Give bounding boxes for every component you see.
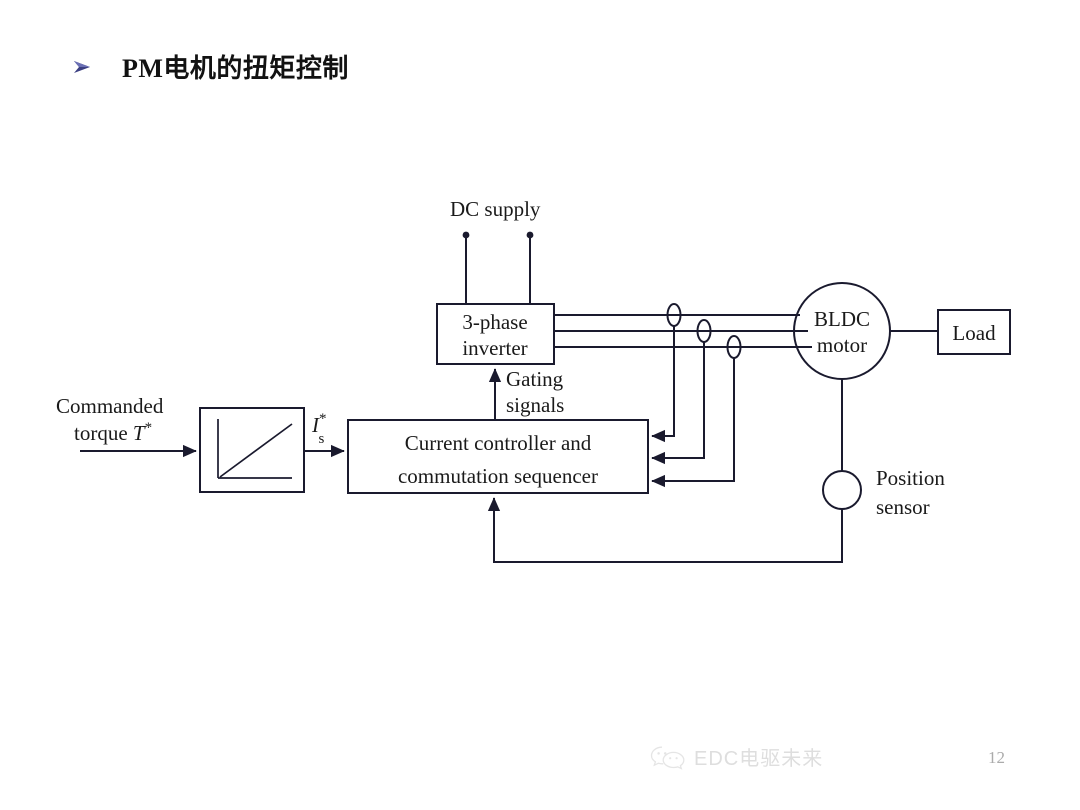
gating-label-line2: signals xyxy=(506,393,564,417)
watermark-text: EDC电驱未来 xyxy=(694,748,824,770)
watermark: EDC电驱未来 xyxy=(650,742,823,771)
position-sensor-label-line1: Position xyxy=(876,466,945,490)
inverter-label-line2: inverter xyxy=(462,336,527,360)
commanded-torque-label-line2: torque T* xyxy=(74,420,152,445)
inverter-block[interactable] xyxy=(436,303,555,365)
controller-block[interactable] xyxy=(347,419,649,494)
current-reference-label: I*s xyxy=(311,411,327,447)
inverter-label-line1: 3-phase xyxy=(462,310,527,334)
position-feedback-path xyxy=(487,497,843,563)
position-sensor-block[interactable] xyxy=(822,470,862,510)
ramp-characteristic-icon xyxy=(217,419,293,479)
controller-label-line1: Current controller and xyxy=(405,431,592,455)
page-number: 12 xyxy=(988,748,1005,767)
page-title: PM电机的扭矩控制 xyxy=(122,54,349,83)
chevron-right-bullet-icon xyxy=(74,60,90,73)
dc-supply-lines xyxy=(462,231,534,304)
motor-label-line1: BLDC xyxy=(814,307,870,331)
gating-label-line1: Gating xyxy=(506,367,564,391)
position-sensor-label-line2: sensor xyxy=(876,495,930,519)
motor-block[interactable] xyxy=(793,282,891,380)
slide-title-row: PM电机的扭矩控制 xyxy=(72,48,349,85)
wechat-logo-icon xyxy=(650,746,685,770)
controller-label-line2: commutation sequencer xyxy=(398,464,598,488)
phase-lines xyxy=(554,314,812,348)
gain-block[interactable] xyxy=(199,407,305,493)
load-label: Load xyxy=(952,321,996,345)
commanded-torque-label-line1: Commanded xyxy=(56,394,164,418)
current-feedback-paths xyxy=(651,326,735,488)
motor-label-line2: motor xyxy=(817,333,867,357)
load-block[interactable] xyxy=(937,309,1011,355)
dc-supply-label: DC supply xyxy=(450,197,541,221)
